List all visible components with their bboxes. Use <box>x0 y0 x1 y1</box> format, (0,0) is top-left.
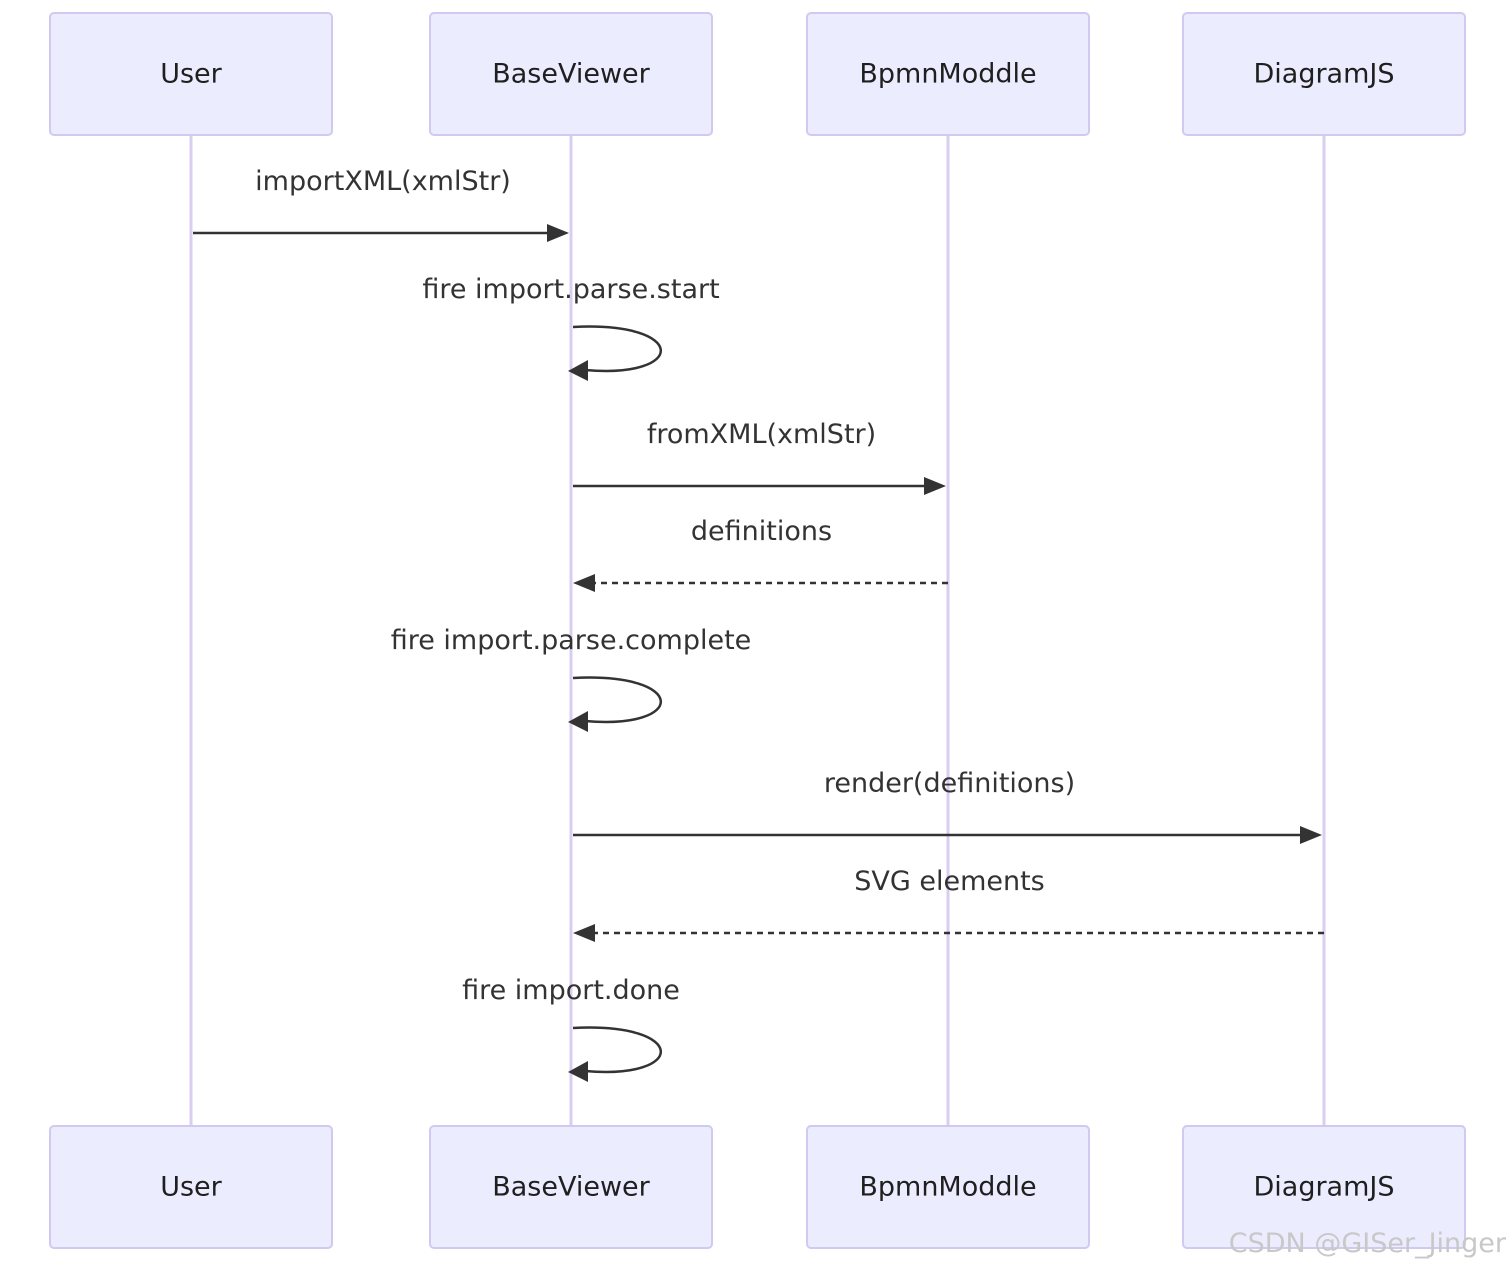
self-message-loop <box>572 676 662 724</box>
actor-baseviewer-bottom: BaseViewer <box>429 1125 713 1249</box>
arrowhead <box>573 924 595 942</box>
message-label: render(definitions) <box>824 768 1075 799</box>
actor-box <box>429 1125 713 1249</box>
message-label: fromXML(xmlStr) <box>647 419 876 450</box>
message-2: fire import.parse.start <box>422 274 720 381</box>
actor-box <box>1182 1125 1466 1249</box>
message-7: SVG elements <box>573 866 1324 942</box>
arrowhead <box>568 1061 588 1082</box>
message-3: fromXML(xmlStr) <box>573 419 946 495</box>
actor-box <box>806 1125 1090 1249</box>
actor-diagramjs-top: DiagramJS <box>1182 12 1466 136</box>
arrowhead <box>568 360 588 381</box>
actor-label: User <box>160 1172 222 1203</box>
actor-box <box>49 12 333 136</box>
messages: importXML(xmlStr) fire import.parse.start… <box>193 166 1324 1082</box>
actor-box <box>49 1125 333 1249</box>
message-label: SVG elements <box>854 866 1045 897</box>
message-label: fire import.parse.start <box>422 274 719 305</box>
message-label: definitions <box>691 516 832 547</box>
message-label: fire import.parse.complete <box>391 625 752 656</box>
arrowhead <box>568 711 588 732</box>
message-4: definitions <box>573 516 948 592</box>
arrowhead <box>573 574 595 592</box>
actor-label: BaseViewer <box>492 1172 650 1203</box>
actor-baseviewer-top: BaseViewer <box>429 12 713 136</box>
actor-bpmnmoddle-bottom: BpmnModdle <box>806 1125 1090 1249</box>
arrowhead <box>1300 826 1322 844</box>
actor-box <box>1182 12 1466 136</box>
actor-label: DiagramJS <box>1253 59 1394 90</box>
lifelines <box>189 135 1326 1126</box>
self-message-loop <box>572 1026 662 1074</box>
self-message-loop <box>572 325 662 373</box>
actors-bottom: User BaseViewer BpmnModdle DiagramJS <box>49 1125 1466 1249</box>
message-label: fire import.done <box>462 975 680 1006</box>
actor-label: BpmnModdle <box>859 59 1036 90</box>
actors-top: User BaseViewer BpmnModdle DiagramJS <box>49 12 1466 136</box>
actor-user-top: User <box>49 12 333 136</box>
actor-label: BaseViewer <box>492 59 650 90</box>
message-5: fire import.parse.complete <box>391 625 752 732</box>
arrowhead <box>924 477 946 495</box>
message-6: render(definitions) <box>573 768 1322 844</box>
message-label: importXML(xmlStr) <box>255 166 511 197</box>
arrowhead <box>547 224 569 242</box>
message-8: fire import.done <box>462 975 680 1082</box>
actor-box <box>429 12 713 136</box>
actor-label: User <box>160 59 222 90</box>
actor-label: DiagramJS <box>1253 1172 1394 1203</box>
watermark: CSDN @GISer_Jinger <box>1228 1228 1506 1259</box>
actor-diagramjs-bottom: DiagramJS <box>1182 1125 1466 1249</box>
actor-box <box>806 12 1090 136</box>
message-1: importXML(xmlStr) <box>193 166 569 242</box>
actor-label: BpmnModdle <box>859 1172 1036 1203</box>
actor-bpmnmoddle-top: BpmnModdle <box>806 12 1090 136</box>
actor-user-bottom: User <box>49 1125 333 1249</box>
